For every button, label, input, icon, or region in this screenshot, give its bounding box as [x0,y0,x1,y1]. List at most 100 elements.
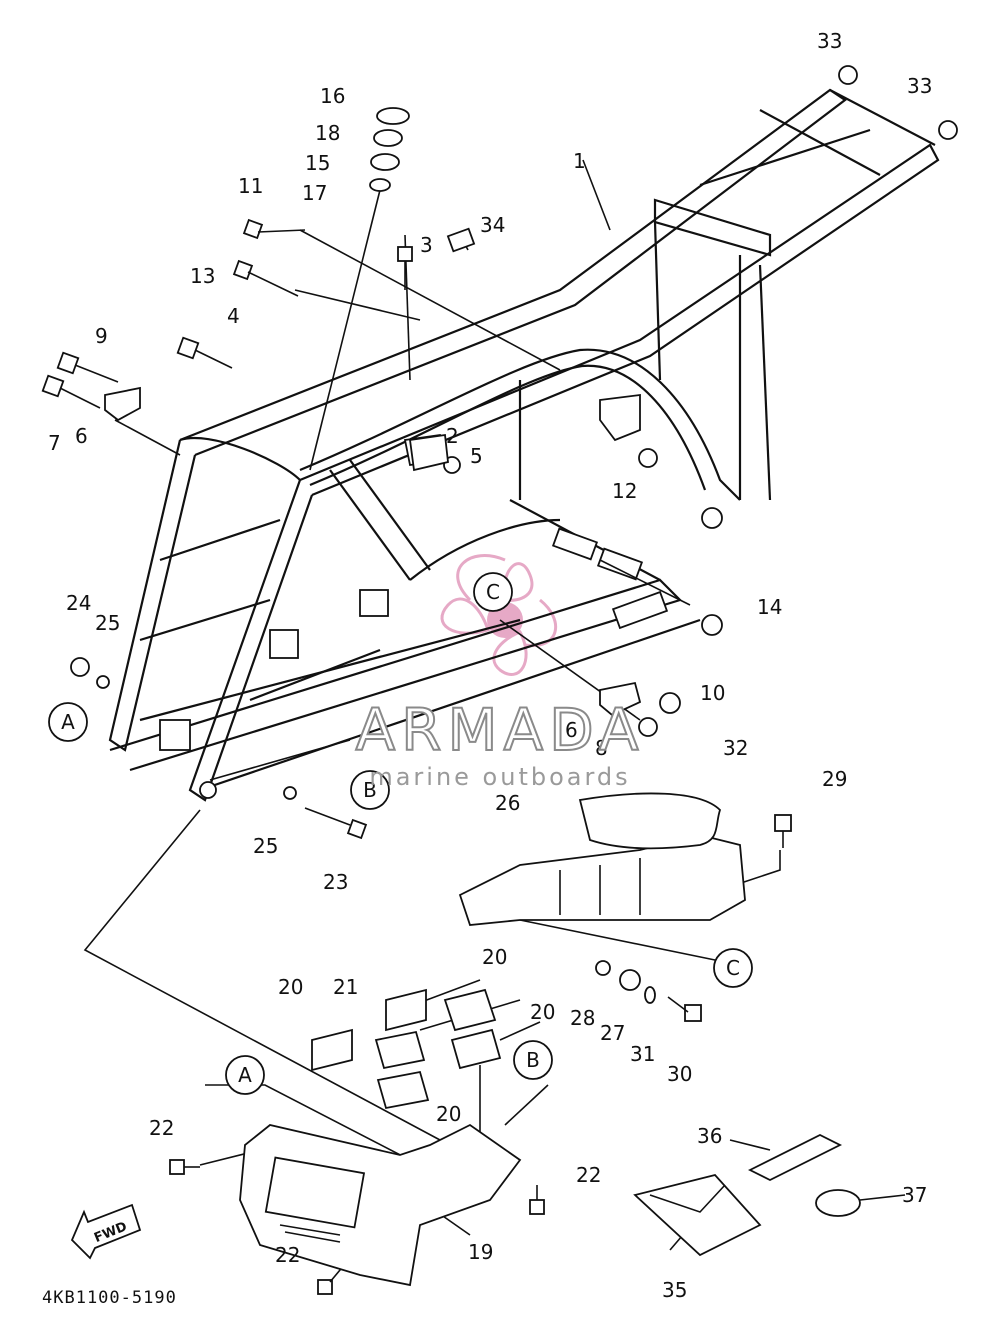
ref-label: A [61,710,75,734]
bolt-7 [41,374,101,409]
svg-text:C: C [486,580,500,604]
callout-18: 18 [315,121,340,145]
cap-33a [838,65,858,85]
callout-20a: 20 [278,975,303,999]
tool-36 [747,1133,843,1182]
callout-34: 34 [480,213,505,237]
damper-20b [385,988,427,1032]
bolt-23 [304,807,368,840]
bolt-22b [529,1185,545,1215]
callout-33b: 33 [907,74,932,98]
callout-25a: 25 [95,611,120,635]
bolt-22c [317,1257,351,1295]
callout-37: 37 [902,1183,927,1207]
washer-31 [644,986,656,1004]
bolt-11 [242,218,306,240]
watermark-brand: ARMADA [355,696,644,764]
insulator-32 [578,792,722,850]
heat-guard-26 [458,834,746,926]
bolt-13 [232,259,299,297]
nut-12 [638,448,658,468]
callout-28: 28 [570,1006,595,1030]
damper-21 [374,1030,426,1070]
callout-labels: 1 2 3 4 5 6 6 7 8 9 10 11 12 13 14 15 16… [48,29,932,1302]
callout-21: 21 [333,975,358,999]
callout-9: 9 [95,324,108,348]
washer-25b [283,786,297,800]
svg-text:C: C [726,956,740,980]
callout-7: 7 [48,431,61,455]
svg-text:B: B [526,1048,540,1072]
small-parts [41,65,958,1295]
callout-32: 32 [723,736,748,760]
bolt-9 [56,351,119,383]
callout-15: 15 [305,151,330,175]
callout-16: 16 [320,84,345,108]
bracket-6-lower [599,681,642,717]
callout-6b: 6 [565,718,578,742]
callout-3: 3 [420,233,433,257]
reference-marker-C-upper: C [473,572,513,612]
reference-marker-B-upper: B [350,770,390,810]
reference-marker-A-lower: A [225,1055,265,1095]
reference-marker-A-upper: A [48,702,88,742]
callout-17: 17 [302,181,327,205]
callout-4: 4 [227,304,240,328]
main-frame [108,88,940,802]
grommet-15 [370,153,400,171]
damper-20a [311,1028,353,1072]
svg-text:B: B [363,778,377,802]
callout-11: 11 [238,174,263,198]
bracket-6-upper [104,386,141,422]
bolt-30 [667,996,702,1022]
nut-24 [70,657,90,677]
nut-14 [701,614,723,636]
damper-20e [376,1070,430,1110]
callout-20c: 20 [530,1000,555,1024]
ring-37 [815,1189,861,1217]
bracket-2 [408,433,449,472]
callout-6a: 6 [75,424,88,448]
callout-8: 8 [595,736,608,760]
callout-10: 10 [700,681,725,705]
callout-19: 19 [468,1240,493,1264]
collar-17 [369,178,391,192]
owners-manual-35 [633,1173,762,1257]
callout-22a: 22 [149,1116,174,1140]
callout-22b: 22 [576,1163,601,1187]
fwd-arrow: FWD [70,1203,142,1260]
callout-27: 27 [600,1021,625,1045]
callout-20d: 20 [436,1102,461,1126]
callout-31: 31 [630,1042,655,1066]
callout-14: 14 [757,595,782,619]
cap-33b [938,120,958,140]
bolt-22a [169,1159,200,1175]
bolt-29 [774,814,792,848]
watermark-tagline: marine outboards [369,763,630,791]
grommet-16 [376,107,410,125]
diagram-code: 4KB1100-5190 [42,1288,177,1308]
callout-35: 35 [662,1278,687,1302]
label-34 [446,227,476,253]
reference-marker-C-lower: C [713,948,753,988]
callout-30: 30 [667,1062,692,1086]
callout-12: 12 [612,479,637,503]
svg-text:A: A [238,1063,252,1087]
callout-1: 1 [573,149,586,173]
washer-25a [96,675,110,689]
callout-25b: 25 [253,834,278,858]
callout-23: 23 [323,870,348,894]
nut-10 [659,692,681,714]
grommet-27 [619,969,641,991]
nut-8 [638,717,658,737]
callout-26: 26 [495,791,520,815]
callout-24: 24 [66,591,91,615]
callout-29: 29 [822,767,847,791]
callout-20b: 20 [482,945,507,969]
callout-22c: 22 [275,1243,300,1267]
callout-33a: 33 [817,29,842,53]
callout-13: 13 [190,264,215,288]
collar-28 [595,960,611,976]
damper-20c [443,988,497,1032]
callout-2: 2 [446,424,459,448]
